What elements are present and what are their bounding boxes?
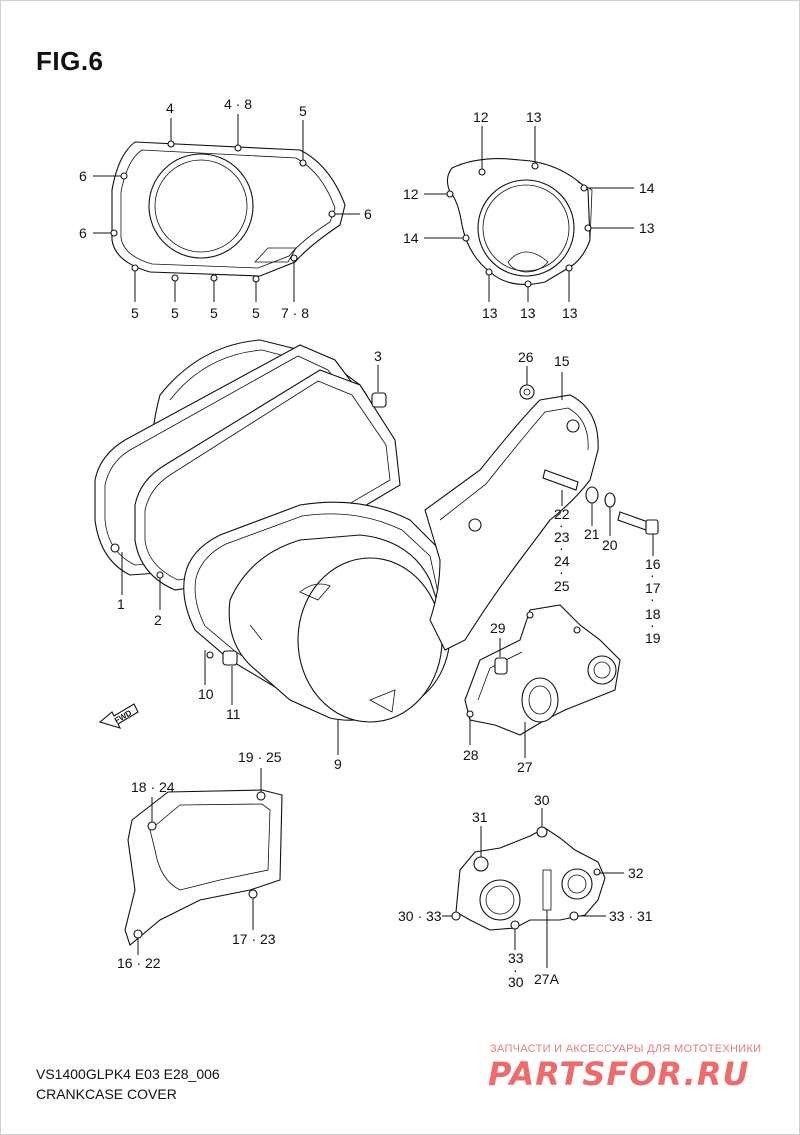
- callout-33-31: 33 · 31: [609, 908, 653, 924]
- callout-1: 1: [117, 596, 125, 612]
- dot-33-30: ·: [513, 962, 518, 978]
- pump-housing-27: [464, 604, 621, 736]
- callout-14-left: 14: [403, 230, 419, 246]
- callout-18-24: 18 · 24: [131, 779, 175, 795]
- dot-18-19: ·: [650, 617, 655, 633]
- callout-5-bottom-2: 5: [171, 305, 179, 321]
- callout-13-bottom-3: 13: [562, 305, 578, 321]
- callout-24: 24: [554, 553, 570, 569]
- callout-6-right: 6: [364, 206, 372, 222]
- callout-30-top: 30: [534, 792, 550, 808]
- outer-cover-right: [446, 158, 593, 288]
- callout-15: 15: [554, 353, 570, 369]
- dot-23-24: ·: [559, 540, 564, 556]
- callout-33-bottom: 33: [508, 950, 524, 966]
- leader-lines-right-cover: [424, 126, 634, 302]
- callout-5-bottom-1: 5: [131, 305, 139, 321]
- callout-30-33: 30 · 33: [398, 908, 442, 924]
- callout-19: 19: [645, 630, 661, 646]
- callout-4-8: 4 · 8: [224, 96, 252, 112]
- leader-lines-plate: [442, 808, 624, 968]
- callout-27: 27: [517, 759, 533, 775]
- callout-13-bottom-1: 13: [482, 305, 498, 321]
- callout-11: 11: [226, 706, 241, 722]
- callout-30-bottom: 30: [508, 974, 524, 990]
- guard-plate: [124, 789, 283, 946]
- callout-20: 20: [602, 537, 618, 553]
- dot-16-17: ·: [650, 567, 655, 583]
- callout-4: 4: [166, 100, 174, 116]
- callout-3: 3: [374, 348, 382, 364]
- callout-31: 31: [472, 809, 488, 825]
- callout-17-23: 17 · 23: [232, 931, 276, 947]
- watermark-tagline: ЗАПЧАСТИ И АКСЕССУАРЫ ДЛЯ МОТОТЕХНИКИ: [490, 1043, 762, 1055]
- leader-lines-left-cover: [93, 114, 360, 302]
- figure-title: FIG.6: [36, 46, 104, 76]
- callout-29: 29: [490, 620, 506, 636]
- callout-13-bottom-2: 13: [520, 305, 536, 321]
- callout-12-top: 12: [473, 109, 489, 125]
- callout-5-top: 5: [299, 103, 307, 119]
- crankcase-cover-assembly: [94, 339, 456, 723]
- callout-5-bottom-4: 5: [252, 305, 260, 321]
- cover-plate-27a: [451, 826, 606, 931]
- callout-22: 22: [554, 506, 570, 522]
- watermark-logo: PARTSFOR.RU: [488, 1055, 750, 1093]
- callout-16: 16: [645, 556, 661, 572]
- callout-21: 21: [584, 526, 600, 542]
- callout-6-left-bottom: 6: [79, 225, 87, 241]
- callout-26: 26: [518, 349, 534, 365]
- dot-17-18: ·: [650, 591, 655, 607]
- side-cover-15: [424, 384, 659, 651]
- model-code: VS1400GLPK4 E03 E28_006: [36, 1066, 220, 1082]
- callout-32: 32: [628, 865, 644, 881]
- callout-23: 23: [554, 529, 570, 545]
- callout-28: 28: [463, 747, 479, 763]
- callout-18: 18: [645, 606, 661, 622]
- callout-13-top: 13: [526, 109, 542, 125]
- callout-6-left-top: 6: [79, 168, 87, 184]
- callout-17: 17: [645, 580, 661, 596]
- dot-22-23: ·: [559, 517, 564, 533]
- leader-lines-side-cover: [526, 366, 654, 556]
- callout-10: 10: [198, 686, 214, 702]
- callout-5-bottom-3: 5: [210, 305, 218, 321]
- diagram-name: CRANKCASE COVER: [36, 1086, 177, 1102]
- callout-7-8: 7 · 8: [281, 305, 309, 321]
- callout-16-22: 16 · 22: [117, 955, 161, 971]
- callout-12-left: 12: [403, 186, 419, 202]
- callout-9: 9: [334, 756, 342, 772]
- callout-25: 25: [554, 578, 570, 594]
- callout-19-25: 19 · 25: [238, 749, 282, 765]
- callout-14-right: 14: [639, 180, 655, 196]
- outer-cover-left: [110, 140, 346, 283]
- forward-arrow-icon: FWD: [98, 703, 139, 729]
- callout-13-right: 13: [639, 220, 655, 236]
- callout-27a: 27A: [534, 971, 560, 987]
- callout-2: 2: [154, 612, 162, 628]
- dot-24-25: ·: [559, 564, 564, 580]
- leader-lines-guard: [137, 768, 262, 955]
- leader-lines-crankcase: [121, 365, 379, 755]
- leader-lines-pump: [469, 638, 526, 758]
